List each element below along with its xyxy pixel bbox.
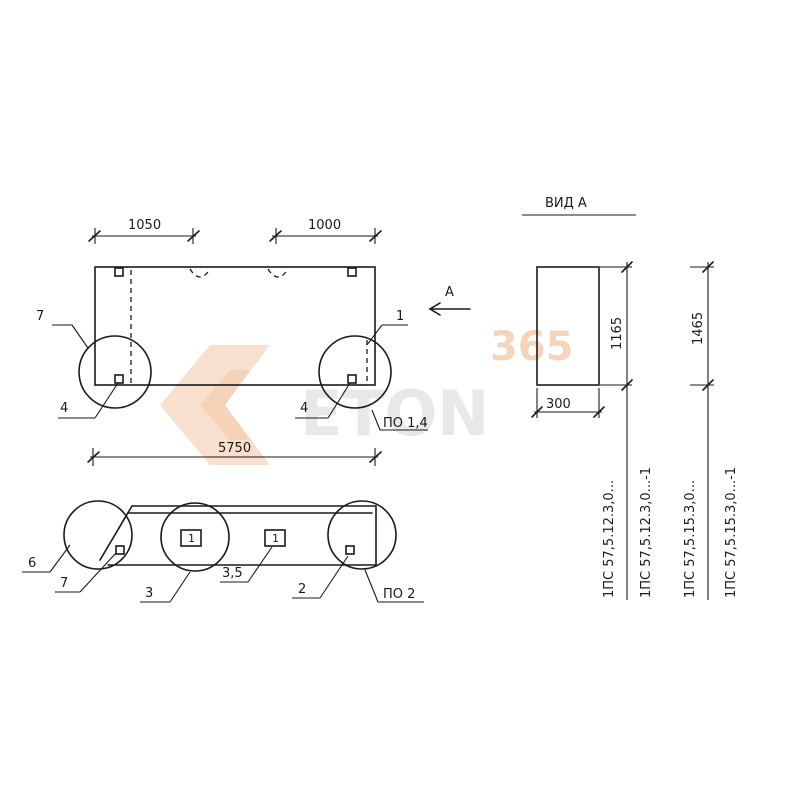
- insert-bottom-left: [114, 374, 124, 384]
- dim-top-left: 1050: [128, 218, 161, 233]
- plan-insert-left: [115, 545, 125, 555]
- callout-3-5: 3,5: [222, 566, 243, 581]
- insert-top-right: [347, 267, 357, 277]
- dim-height-short: 1165: [610, 317, 625, 350]
- detail-circle-right: [318, 335, 392, 409]
- dim-top-right: 1000: [308, 218, 341, 233]
- plan-mark-right-box: [264, 529, 286, 547]
- watermark-brand: ETON: [300, 377, 489, 450]
- watermark-logo-inner-icon: [200, 370, 250, 440]
- callout-pos-1-4: ПО 1,4: [383, 416, 428, 431]
- plan-insert-right: [345, 545, 355, 555]
- panel-elevation: [94, 266, 376, 386]
- side-view-a: ВИД А 300 1165 1465 1ПС 57,5.12.3,0... 1…: [522, 196, 739, 600]
- plan-view: 1 1 6 7 3 3,5 2 ПО 2: [22, 500, 424, 603]
- plan-mark-left: 1: [188, 532, 195, 545]
- callout-4-right: 4: [300, 401, 308, 416]
- designation-4: 1ПС 57,5.15.3,0...-1: [724, 467, 739, 598]
- designation-3: 1ПС 57,5.15.3,0...: [683, 480, 698, 598]
- insert-bottom-right: [347, 374, 357, 384]
- watermark-number: 365: [490, 324, 574, 370]
- detail-circle-left: [78, 335, 152, 409]
- callout-pos-2: ПО 2: [383, 587, 415, 602]
- plan-circle-left: [63, 500, 133, 570]
- view-a-title: ВИД А: [545, 196, 587, 211]
- callout-4-left: 4: [60, 401, 68, 416]
- callout-2: 2: [298, 582, 306, 597]
- lifting-loop-left: [189, 268, 211, 278]
- dim-width: 300: [546, 397, 571, 412]
- plan-circle-middle: [160, 502, 230, 572]
- callout-7-bottom: 7: [60, 576, 68, 591]
- view-arrow-label: А: [445, 285, 454, 300]
- callout-3: 3: [145, 586, 153, 601]
- plan-mark-left-box: [180, 529, 202, 547]
- watermark: 365 ETON: [160, 324, 574, 465]
- lifting-loop-right: [267, 268, 289, 278]
- callout-6: 6: [28, 556, 36, 571]
- plan-mark-right: 1: [272, 532, 279, 545]
- callout-7-top: 7: [36, 309, 44, 324]
- plan-circle-right: [327, 500, 397, 570]
- dim-overall: 5750: [218, 441, 251, 456]
- dim-height-tall: 1465: [691, 312, 706, 345]
- panel-section: [536, 266, 600, 386]
- designation-2: 1ПС 57,5.12.3,0...-1: [639, 467, 654, 598]
- front-elevation: 1050 1000 7 4 4: [36, 218, 471, 466]
- designation-1: 1ПС 57,5.12.3,0...: [602, 480, 617, 598]
- insert-top-left: [114, 267, 124, 277]
- callout-1: 1: [396, 309, 404, 324]
